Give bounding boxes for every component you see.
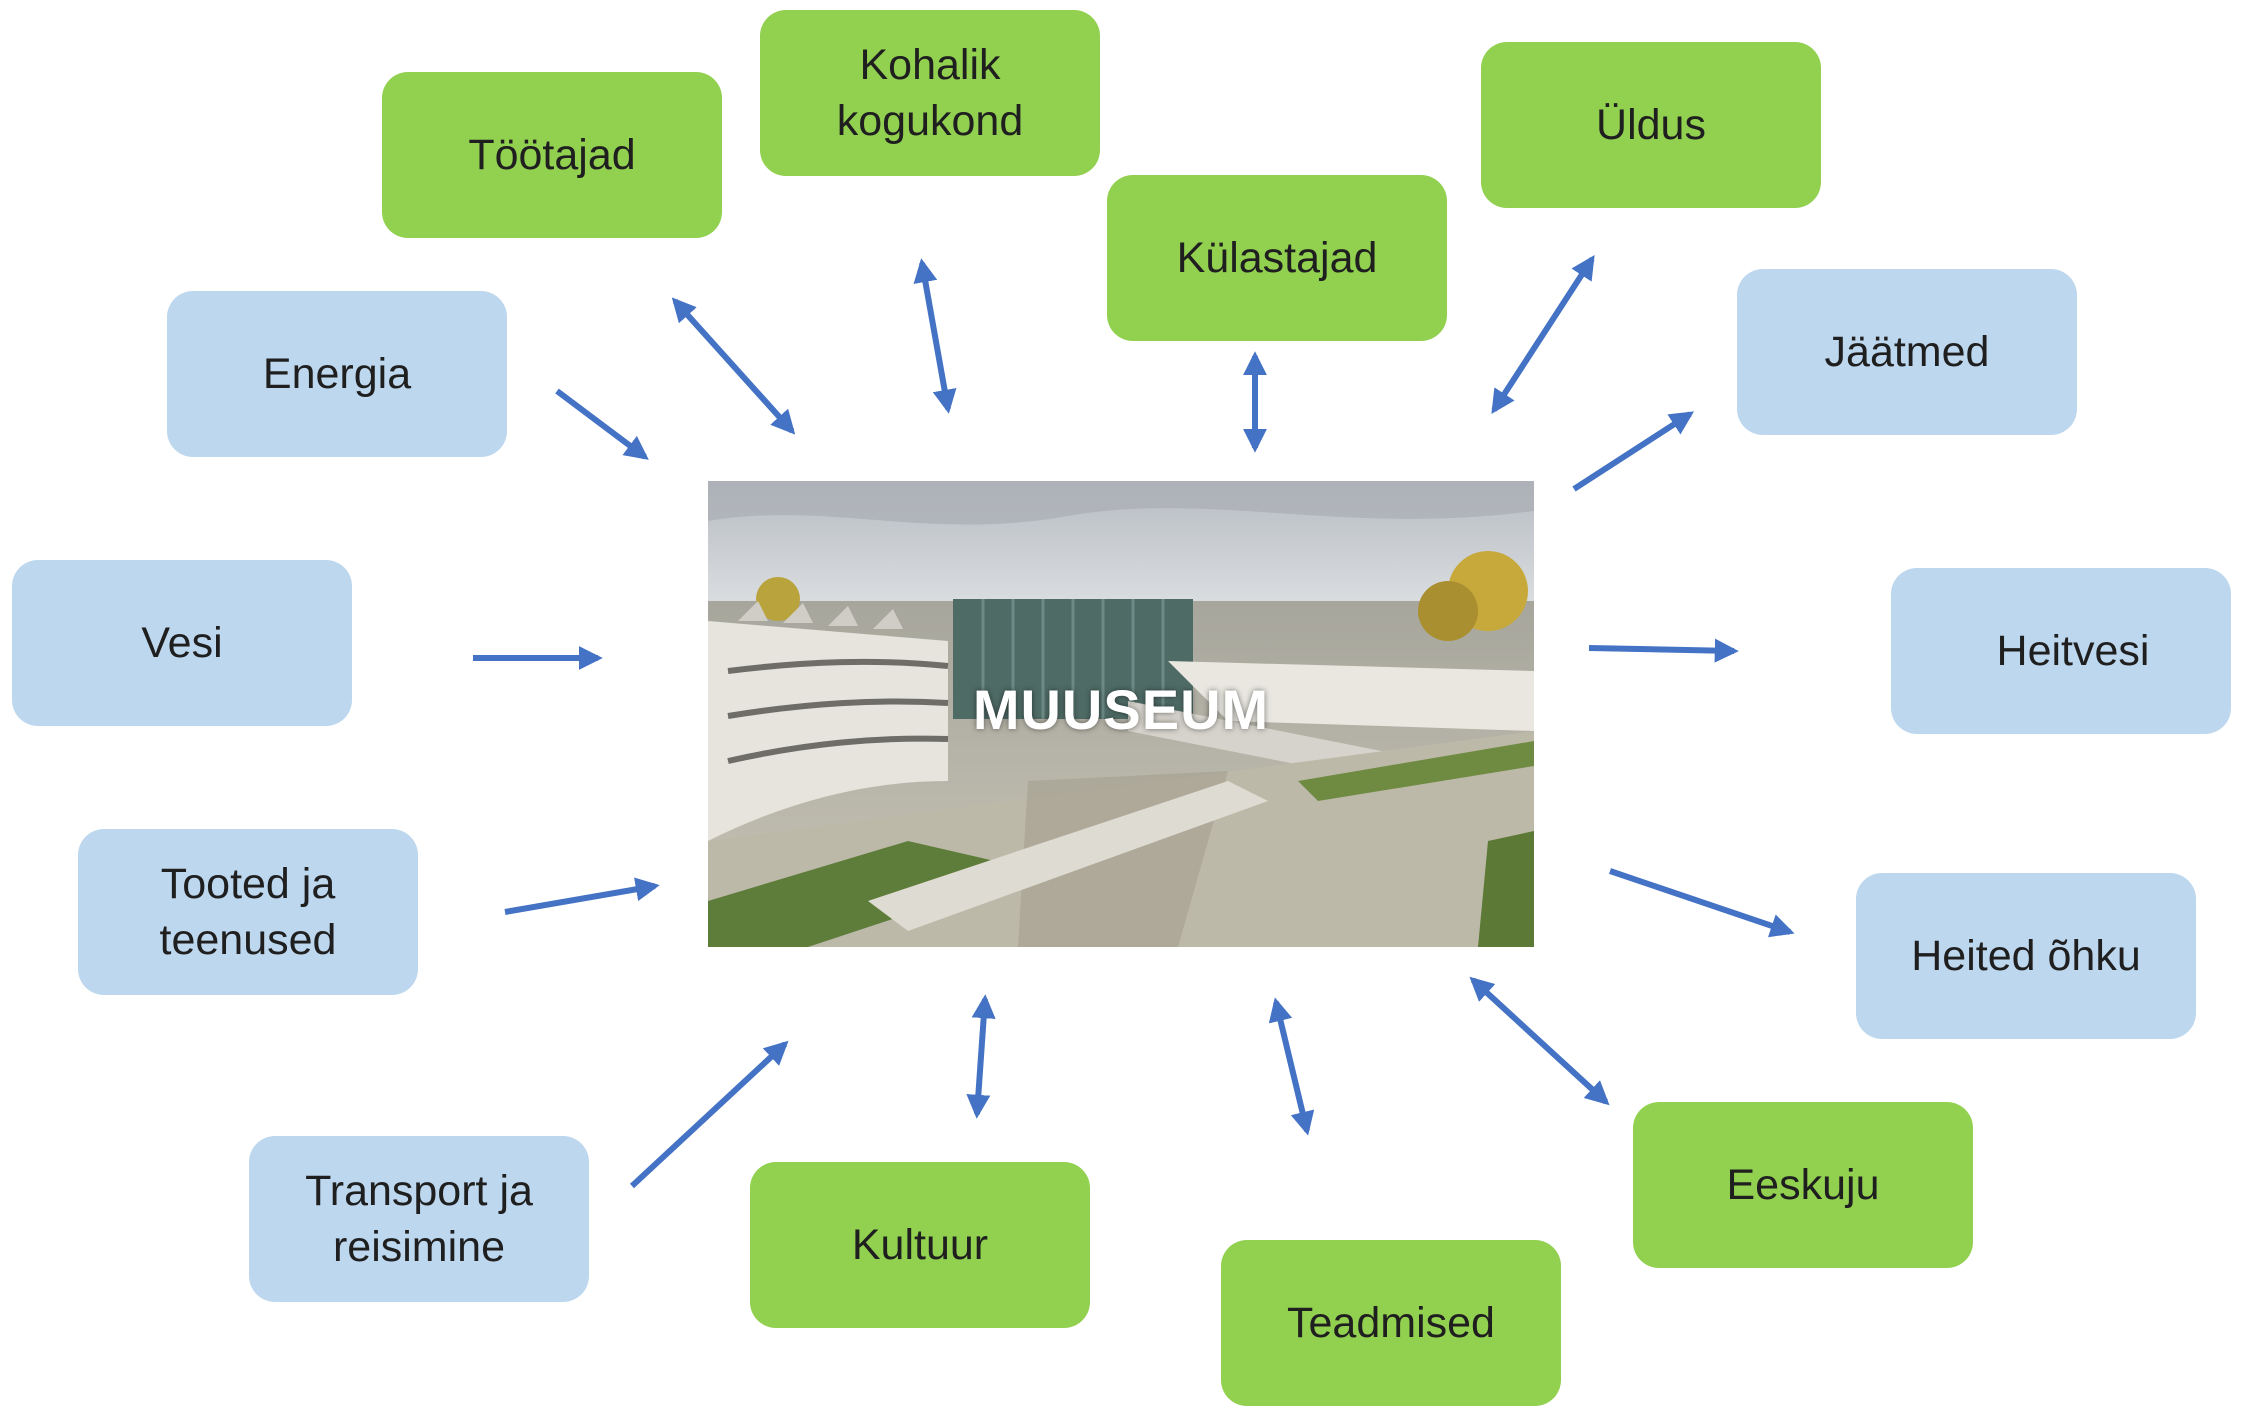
node-kohalik-kogukond: Kohalik kogukond <box>760 10 1100 176</box>
node-label: Energia <box>262 350 412 398</box>
node-label: Heited õhku <box>1911 932 2141 980</box>
node-heitvesi: Heitvesi <box>1891 568 2231 734</box>
node-jaatmed: Jäätmed <box>1737 269 2077 435</box>
node-tooted-ja-teenused: Tooted ja teenused <box>78 829 418 995</box>
node-label: Töötajad <box>468 131 636 179</box>
arrow-energia <box>555 388 649 460</box>
museum-building-image <box>708 481 1534 947</box>
node-label: Heitvesi <box>1996 627 2150 675</box>
node-label: Üldus <box>1596 101 1706 149</box>
arrow-jaatmed <box>1572 411 1695 492</box>
node-label: Tooted ja teenused <box>159 860 337 964</box>
node-kulastajad: Külastajad <box>1107 175 1447 341</box>
arrow-heited <box>1609 868 1795 938</box>
node-teadmised: Teadmised <box>1221 1240 1561 1406</box>
node-label: Vesi <box>141 619 223 667</box>
node-uldus: Üldus <box>1481 42 1821 208</box>
museum-label: MUUSEUM <box>972 678 1270 741</box>
node-vesi: Vesi <box>12 560 352 726</box>
arrow-kohalik <box>913 258 957 414</box>
node-label: Külastajad <box>1176 234 1378 282</box>
arrow-uldus <box>1491 254 1595 415</box>
museum-photo: MUUSEUM <box>708 481 1534 947</box>
node-kultuur: Kultuur <box>750 1162 1090 1328</box>
arrow-eeskuju <box>1469 976 1610 1106</box>
node-label: Teadmised <box>1287 1299 1495 1347</box>
arrow-teadmised <box>1268 997 1315 1136</box>
node-eeskuju: Eeskuju <box>1633 1102 1973 1268</box>
arrow-tootajad <box>671 297 796 435</box>
node-label: Eeskuju <box>1726 1161 1880 1209</box>
arrow-transport <box>629 1040 789 1189</box>
arrow-tooted <box>504 877 660 915</box>
node-energia: Energia <box>167 291 507 457</box>
node-heited-ohku: Heited õhku <box>1856 873 2196 1039</box>
arrow-kultuur <box>966 994 996 1119</box>
node-label: Kohalik kogukond <box>836 41 1024 145</box>
node-transport-ja-reisimine: Transport ja reisimine <box>249 1136 589 1302</box>
node-label: Kultuur <box>851 1221 989 1269</box>
arrow-heitvesi <box>1588 638 1739 663</box>
node-label: Jäätmed <box>1824 328 1990 376</box>
node-label: Transport ja reisimine <box>305 1167 533 1271</box>
node-tootajad: Töötajad <box>382 72 722 238</box>
